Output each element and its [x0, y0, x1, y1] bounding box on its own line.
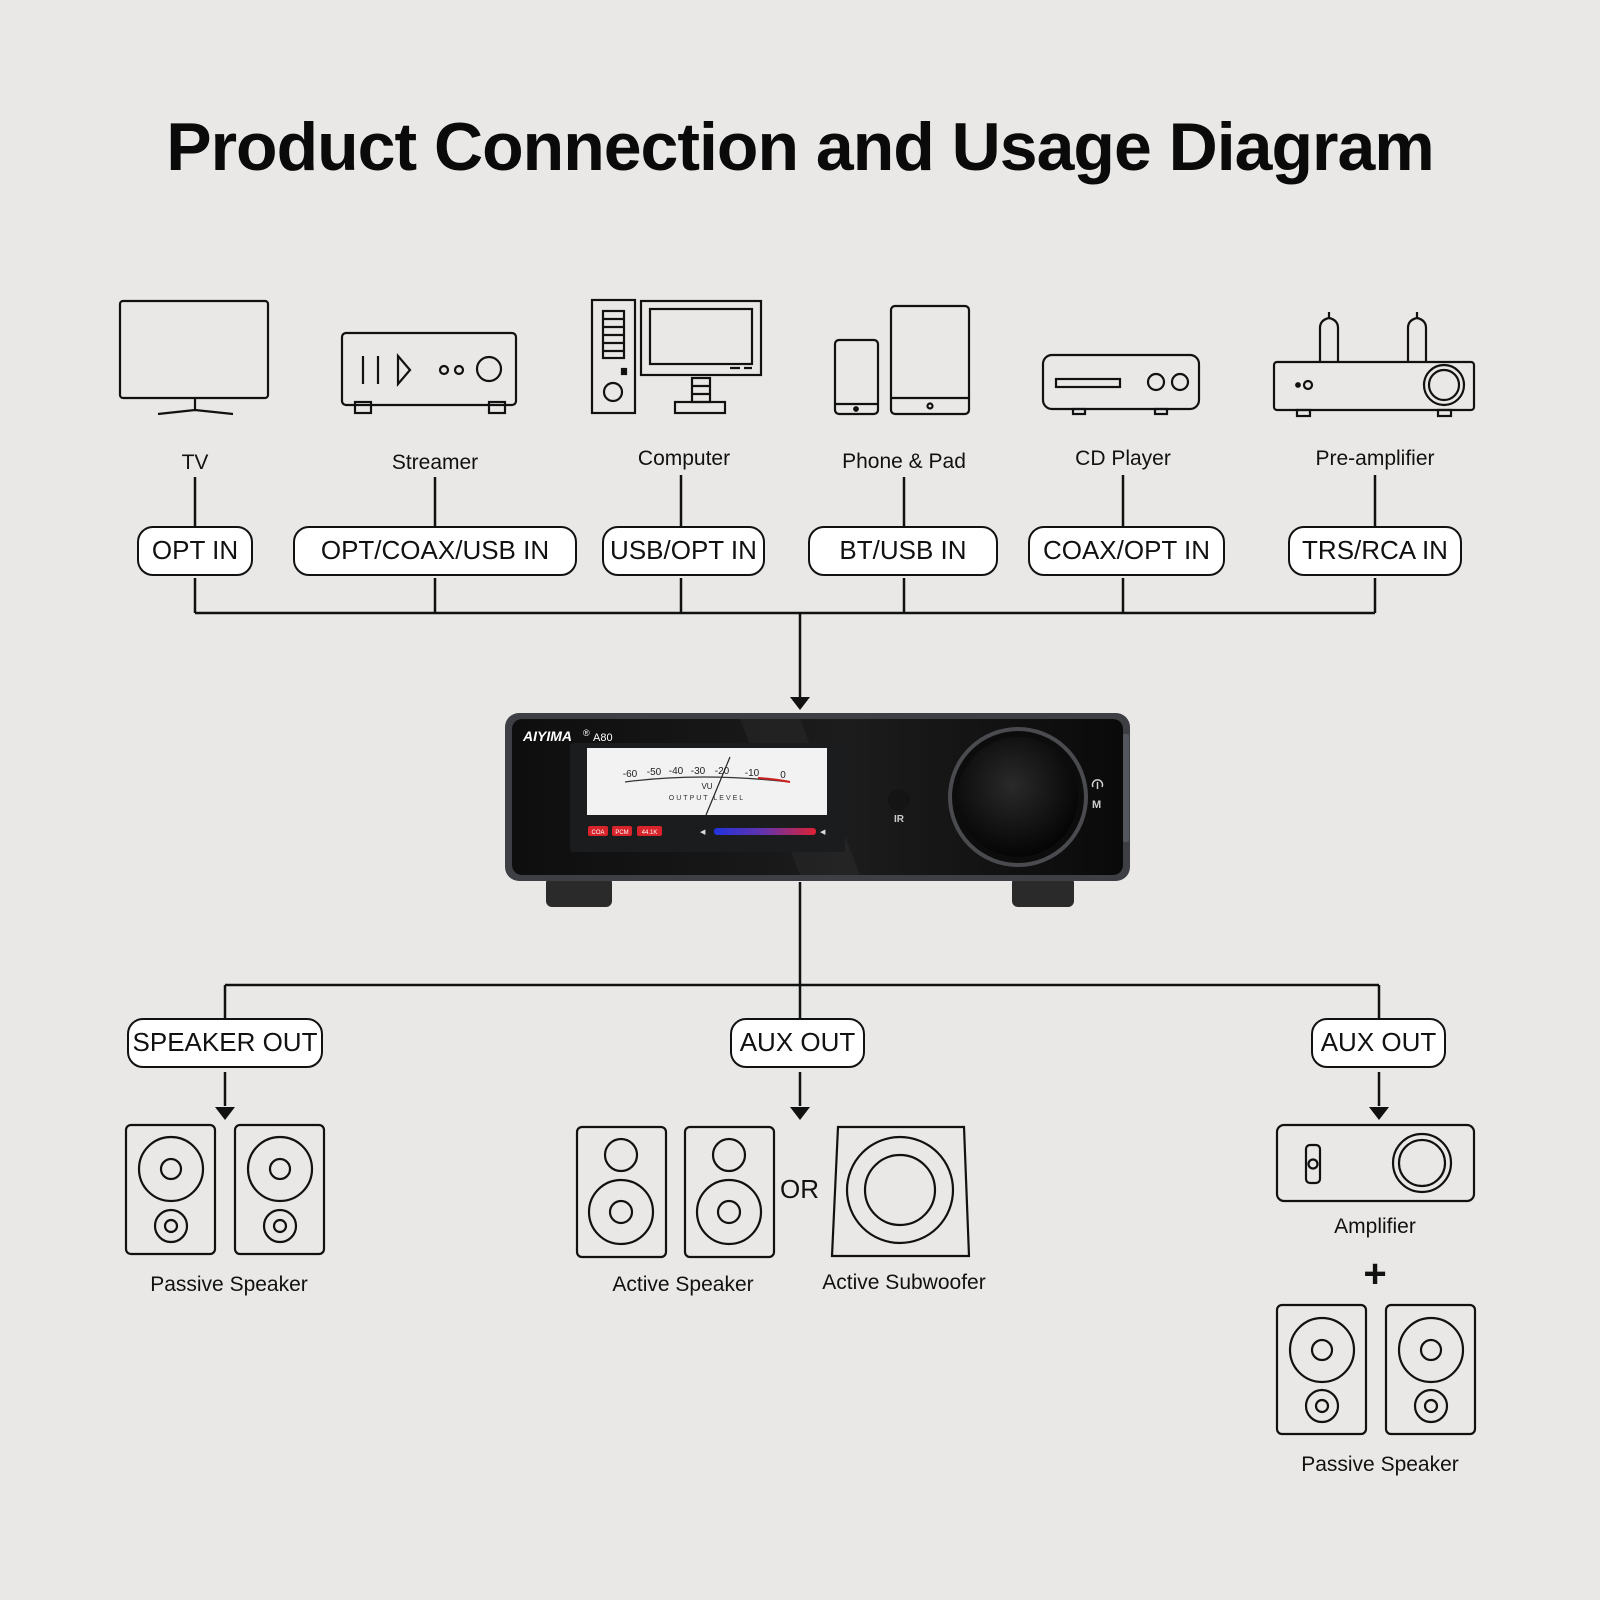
status-badge-box: [612, 826, 632, 836]
volume-high-icon: ◀: [820, 828, 826, 836]
registered-mark: ®: [583, 728, 590, 738]
connector-lines: [193, 475, 1381, 1106]
vu-scale: -60 -50 -40 -30 -20 -10 0: [623, 766, 786, 781]
port-aux-out: AUX OUT: [730, 1018, 865, 1068]
aux-out-2-arrowhead: [1369, 1107, 1389, 1120]
phone-pad-icon: [833, 304, 971, 416]
preamplifier-icon: [1272, 312, 1476, 418]
port-opt-coax-usb-in: OPT/COAX/USB IN: [293, 526, 577, 576]
vu-tick-label: -60: [623, 769, 638, 780]
passive-speaker-2-icon: [1275, 1303, 1477, 1436]
amplifier-product: AIYIMA ® A80 -60 -50 -40 -30 -20 -10 0 VU OUTP…: [505, 713, 1130, 907]
source-label-streamer: Streamer: [391, 451, 479, 474]
label-passive-speaker: Passive Speaker: [150, 1273, 308, 1296]
vu-tick-label: -50: [647, 767, 662, 778]
device-foot-right: [1012, 877, 1074, 907]
power-icon: [1091, 779, 1104, 789]
active-subwoofer-icon: [830, 1125, 971, 1258]
port-trs-rca-in: TRS/RCA IN: [1288, 526, 1462, 576]
aux-out-arrowhead: [790, 1107, 810, 1120]
computer-icon: [590, 298, 763, 415]
model-label: A80: [593, 732, 613, 744]
vu-scale-arc: [624, 776, 791, 783]
vu-caption: OUTPUT LEVEL: [669, 795, 745, 802]
page-title: Product Connection and Usage Diagram: [166, 109, 1435, 185]
port-opt-in: OPT IN: [137, 526, 253, 576]
source-label-preamplifier: Pre-amplifier: [1315, 447, 1435, 470]
status-badge: COA: [591, 830, 604, 836]
vu-tick-label: -40: [669, 766, 684, 777]
arrowheads: [215, 697, 1389, 1120]
ir-label: IR: [894, 814, 905, 825]
vu-tick-label: -20: [715, 766, 730, 777]
ir-sensor: [888, 789, 910, 811]
active-speaker-icon: [575, 1125, 776, 1259]
label-amplifier: Amplifier: [1334, 1215, 1416, 1238]
label-passive-speaker-2: Passive Speaker: [1301, 1453, 1459, 1476]
cd-player-icon: [1041, 353, 1201, 416]
volume-bar: [714, 828, 816, 835]
volume-knob: [958, 737, 1078, 857]
port-aux-out-2: AUX OUT: [1311, 1018, 1446, 1068]
mode-label: M: [1092, 799, 1101, 811]
status-badge: 44.1K: [642, 830, 658, 836]
device-foot-left: [546, 877, 612, 907]
source-label-computer: Computer: [637, 447, 731, 470]
source-label-phone-pad: Phone & Pad: [842, 450, 966, 473]
vu-label: VU: [701, 782, 712, 791]
volume-low-icon: ◀: [700, 828, 706, 836]
vu-tick-label: 0: [780, 770, 786, 781]
plus-separator: +: [1363, 1252, 1387, 1296]
label-active-speaker: Active Speaker: [612, 1273, 754, 1296]
speaker-out-arrowhead: [215, 1107, 235, 1120]
vu-tick-label: -30: [691, 766, 706, 777]
device-side-edge: [1123, 734, 1129, 842]
amplifier-icon: [1275, 1123, 1476, 1203]
vu-tick-label: -10: [745, 768, 760, 779]
vu-needle: [705, 756, 731, 816]
output-bus-line: [223, 983, 1381, 1018]
status-badges: COA PCM 44.1K: [588, 826, 662, 836]
label-active-subwoofer: Active Subwoofer: [822, 1271, 986, 1294]
port-speaker-out: SPEAKER OUT: [127, 1018, 323, 1068]
or-separator: OR: [780, 1174, 819, 1204]
source-label-tv: TV: [181, 451, 209, 474]
port-bt-usb-in: BT/USB IN: [808, 526, 998, 576]
source-label-cd-player: CD Player: [1075, 447, 1171, 470]
port-coax-opt-in: COAX/OPT IN: [1028, 526, 1225, 576]
brand-logo: AIYIMA: [522, 728, 572, 744]
input-arrowhead: [790, 697, 810, 710]
port-usb-opt-in: USB/OPT IN: [602, 526, 765, 576]
status-badge-box: [637, 826, 662, 836]
status-badge: PCM: [615, 830, 628, 836]
tv-icon: [118, 299, 270, 416]
passive-speaker-icon: [124, 1123, 326, 1256]
status-badge-box: [588, 826, 608, 836]
streamer-icon: [340, 331, 518, 415]
vu-scale-red: [757, 777, 791, 783]
